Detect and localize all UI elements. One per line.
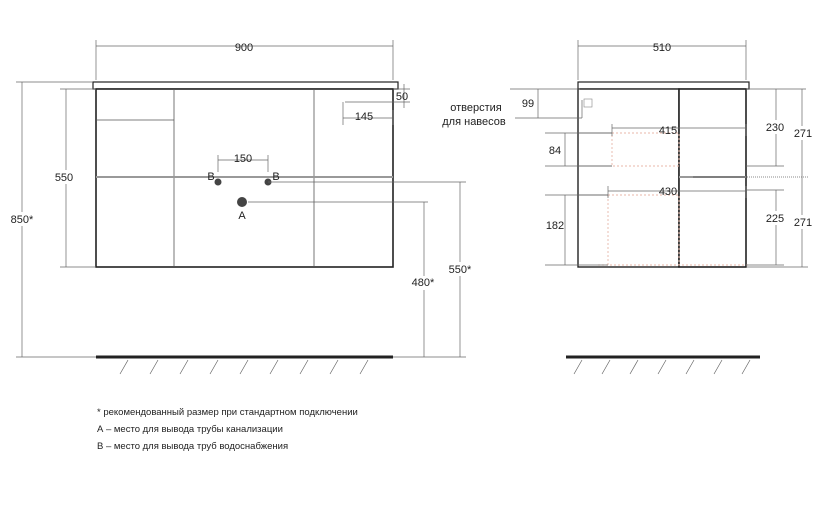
front-countertop <box>92 81 399 90</box>
dim-84: 84 <box>549 145 561 157</box>
front-view: 900 550 850* 50 145 150 B B <box>4 40 476 375</box>
dim-182: 182 <box>546 220 564 232</box>
notes: * рекомендованный размер при стандартном… <box>97 407 358 452</box>
dim-145: 145 <box>355 111 373 123</box>
side-back-panel <box>577 88 680 268</box>
dim-480-star: 480* <box>412 277 435 289</box>
dim-850: 850* <box>11 214 34 226</box>
dim-430: 430 <box>659 186 677 198</box>
hanger-hole-marker <box>583 98 593 108</box>
note-b: В – место для вывода труб водоснабжения <box>97 441 288 452</box>
label-b-right: B <box>272 171 279 183</box>
water-outlet-left <box>214 178 222 186</box>
dim-550-star: 550* <box>449 264 472 276</box>
side-countertop <box>577 81 750 90</box>
dim-415: 415 <box>659 125 677 137</box>
note-star: * рекомендованный размер при стандартном… <box>97 407 358 418</box>
dim-900: 900 <box>235 42 253 54</box>
dim-225: 225 <box>766 213 784 225</box>
note-a: А – место для вывода трубы канализации <box>97 424 283 435</box>
hanger-label-line1: отверстия <box>450 102 502 114</box>
dim-550: 550 <box>55 172 73 184</box>
front-floor-hatch <box>119 359 369 375</box>
upper-drawer-outline <box>611 132 680 167</box>
dim-271-top: 271 <box>794 128 812 140</box>
dim-230: 230 <box>766 122 784 134</box>
label-b-left: B <box>207 171 214 183</box>
side-view: 510 отверстия для навесов 99 415 84 430 … <box>442 40 814 375</box>
dim-99: 99 <box>522 98 534 110</box>
dim-150: 150 <box>234 153 252 165</box>
drain-outlet <box>237 197 247 207</box>
dim-50: 50 <box>396 91 408 103</box>
side-floor-hatch <box>573 359 751 375</box>
hanger-label-line2: для навесов <box>442 116 506 128</box>
dim-271-bottom: 271 <box>794 217 812 229</box>
label-a: A <box>238 210 246 222</box>
dim-510: 510 <box>653 42 671 54</box>
